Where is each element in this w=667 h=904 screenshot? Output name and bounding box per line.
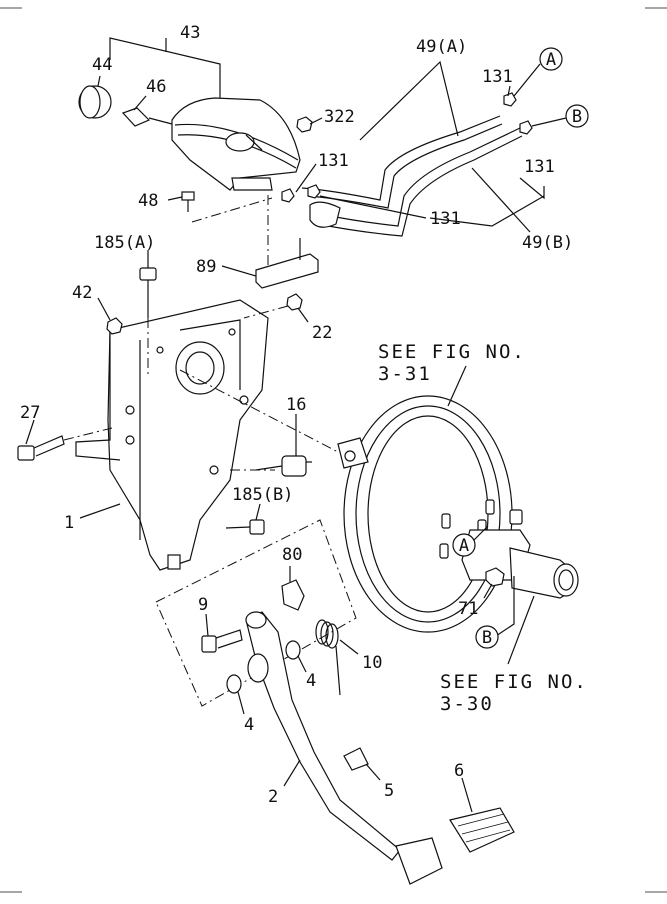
hose-49b-part (309, 127, 523, 237)
clip-80-part (281, 579, 305, 611)
callout-131-right: 131 (524, 157, 555, 177)
spring-10-part (315, 619, 341, 696)
see-fig-note-upper-line1: SEE FIG NO. (378, 341, 526, 363)
stopper-5-part (343, 747, 369, 771)
callout-49b: 49(B) (522, 233, 573, 253)
callout-27: 27 (20, 403, 40, 423)
callout-2: 2 (268, 787, 278, 807)
pedal-pad-6-part (449, 807, 515, 853)
ref-a-top: A (546, 50, 556, 70)
callout-6: 6 (454, 761, 464, 781)
callout-1: 1 (64, 513, 74, 533)
see-fig-note-upper-line2: 3-31 (378, 363, 432, 385)
pin-9-part (201, 629, 243, 653)
ref-b-top: B (572, 107, 582, 127)
bushing-4-part (226, 640, 301, 694)
callout-9: 9 (198, 595, 208, 615)
bolt-48-part (181, 191, 273, 223)
reservoir-cap-part (78, 85, 112, 119)
callout-131-top: 131 (482, 67, 513, 87)
callout-44: 44 (92, 55, 112, 75)
reference-markers: A B A B (452, 47, 589, 649)
callout-10: 10 (362, 653, 382, 673)
callout-89: 89 (196, 257, 216, 277)
callout-48: 48 (138, 191, 158, 211)
nut-42-part (106, 317, 123, 335)
callout-80: 80 (282, 545, 302, 565)
see-fig-note-lower-line2: 3-30 (440, 693, 494, 715)
callout-49a: 49(A) (416, 37, 467, 57)
callout-43: 43 (180, 23, 200, 43)
nut-22-part (243, 293, 303, 319)
nut-322-part (296, 116, 313, 133)
brake-pedal-arm-part (245, 611, 443, 885)
callout-4-left: 4 (244, 715, 254, 735)
pedal-bracket-part (75, 299, 275, 571)
reservoir-tank-part (171, 97, 301, 265)
callout-185a: 185(A) (94, 233, 155, 253)
see-fig-note-lower-line1: SEE FIG NO. (440, 671, 588, 693)
callout-22: 22 (312, 323, 332, 343)
bracket-89-part (255, 238, 319, 289)
callout-5: 5 (384, 781, 394, 801)
callout-322: 322 (324, 107, 355, 127)
callout-71: 71 (458, 599, 478, 619)
ref-a-booster: A (459, 536, 469, 556)
bolt-185b-part (225, 519, 265, 535)
ref-b-booster: B (482, 628, 492, 648)
callout-16: 16 (286, 395, 306, 415)
callout-131-center: 131 (318, 151, 349, 171)
figure-references: SEE FIG NO. 3-31 SEE FIG NO. 3-30 (378, 341, 588, 715)
stop-lamp-switch-part (255, 455, 312, 477)
callout-46: 46 (146, 77, 166, 97)
pedal-group-boundary (155, 519, 357, 707)
brake-booster-part (337, 395, 579, 633)
callout-42: 42 (72, 283, 92, 303)
callout-4-right: 4 (306, 671, 316, 691)
corner-marks (0, 7, 667, 893)
leader-lines (25, 37, 567, 813)
callout-185b: 185(B) (232, 485, 293, 505)
bolt-27-part (17, 427, 113, 461)
bolt-185a-part (139, 267, 157, 378)
callout-131-lower: 131 (430, 209, 461, 229)
filter-part (121, 107, 173, 127)
callout-labels: 43 44 46 322 131 131 131 131 48 49(A) 49… (20, 23, 573, 807)
hose-clips-part (281, 92, 533, 203)
